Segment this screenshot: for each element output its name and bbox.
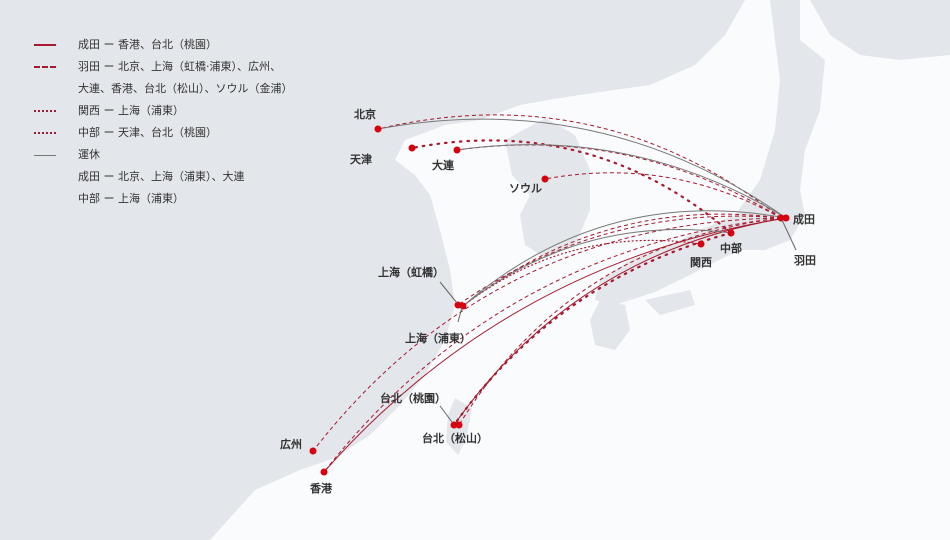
airport-marker-hongkong[interactable] — [320, 468, 328, 476]
japan-honshu — [595, 0, 825, 305]
legend-line-solid — [34, 44, 56, 46]
legend-text: 成田 ー 北京、上海（浦東）、大連 — [78, 170, 245, 183]
airport-label-kansai: 関西 — [690, 256, 712, 269]
legend-text: 中部 ー 上海（浦東） — [78, 192, 184, 205]
route-haneda-hongqiao — [457, 215, 782, 306]
airport-label-beijing: 北京 — [354, 108, 376, 121]
airport-marker-songshan[interactable] — [455, 421, 463, 429]
airport-marker-narita[interactable] — [782, 214, 790, 222]
route-haneda-pudong — [462, 213, 782, 307]
airport-marker-guangzhou[interactable] — [309, 447, 317, 455]
legend-line-dot — [34, 132, 56, 134]
airport-label-dalian: 大連 — [432, 159, 454, 172]
leader-taoyuan — [439, 405, 453, 423]
legend-text: 運休 — [78, 148, 100, 161]
legend-text: 大連、香港、台北（松山）、ソウル（金浦） — [78, 82, 293, 95]
legend-item: 関西 ー 上海（浦東） — [34, 100, 293, 122]
route-haneda-seoul — [544, 172, 782, 219]
airport-label-tianjin: 天津 — [350, 153, 372, 166]
legend-item: 大連、香港、台北（松山）、ソウル（金浦） — [34, 78, 293, 100]
airport-label-hongkong: 香港 — [310, 482, 332, 495]
legend-line-gray — [34, 154, 56, 156]
airport-label-seoul: ソウル — [509, 182, 542, 195]
japan-kyushu — [590, 300, 630, 350]
legend-line-dash — [34, 66, 56, 68]
legend-text: 関西 ー 上海（浦東） — [78, 104, 184, 117]
route-haneda-beijing — [377, 114, 782, 219]
airport-label-narita: 成田 — [793, 213, 815, 226]
mainland-asia — [0, 0, 745, 540]
legend-text: 羽田 ー 北京、上海（虹橋·浦東）、広州、 — [78, 60, 281, 73]
route-narita-dalian — [456, 144, 787, 219]
route-narita-pudong — [462, 210, 787, 307]
airport-label-hongqiao: 上海（虹橋） — [378, 266, 444, 279]
airport-marker-pudong[interactable] — [459, 302, 467, 310]
legend-item: 中部 ー 天津、台北（桃園） — [34, 122, 293, 144]
japan-hokkaido — [810, 0, 950, 60]
route-narita-beijing — [377, 118, 787, 219]
airport-label-songshan: 台北（松山） — [422, 432, 488, 445]
airport-marker-beijing[interactable] — [374, 125, 382, 133]
route-haneda-guangzhou — [312, 217, 782, 452]
route-chubu-pudong — [462, 229, 732, 307]
japan-shikoku — [645, 290, 695, 315]
leader-haneda — [781, 219, 797, 251]
airport-marker-haneda[interactable] — [777, 214, 785, 222]
legend-text: 中部 ー 天津、台北（桃園） — [78, 126, 217, 139]
airport-label-guangzhou: 広州 — [280, 438, 302, 451]
leader-pudong — [457, 306, 463, 323]
airport-label-taoyuan: 台北（桃園） — [380, 392, 446, 405]
airport-label-haneda: 羽田 — [794, 254, 816, 267]
leader-hongqiao — [439, 281, 458, 304]
legend-line-fine — [34, 110, 56, 112]
legend-item: 中部 ー 上海（浦東） — [34, 188, 293, 210]
route-chubu-tianjin — [410, 139, 733, 235]
legend-item: 運休 — [34, 144, 293, 166]
korea — [505, 118, 590, 258]
map-legend: 成田 ー 香港、台北（桃園） 羽田 ー 北京、上海（虹橋·浦東）、広州、大連、香港… — [34, 34, 293, 210]
legend-item: 成田 ー 北京、上海（浦東）、大連 — [34, 166, 293, 188]
airport-label-chubu: 中部 — [720, 242, 742, 255]
route-narita-hongkong — [323, 217, 787, 473]
airport-marker-tianjin[interactable] — [408, 144, 416, 152]
route-haneda-songshan — [458, 217, 782, 426]
airport-marker-chubu[interactable] — [727, 229, 735, 237]
legend-item: 羽田 ー 北京、上海（虹橋·浦東）、広州、 — [34, 56, 293, 78]
airport-marker-kansai[interactable] — [697, 240, 705, 248]
airport-marker-taoyuan[interactable] — [450, 421, 458, 429]
airport-label-pudong: 上海（浦東） — [405, 332, 471, 345]
legend-text: 成田 ー 香港、台北（桃園） — [78, 38, 217, 51]
airport-marker-dalian[interactable] — [453, 146, 461, 154]
airport-marker-seoul[interactable] — [541, 175, 549, 183]
legend-item: 成田 ー 香港、台北（桃園） — [34, 34, 293, 56]
route-kansai-pudong — [462, 239, 702, 307]
route-haneda-dalian — [456, 144, 782, 219]
route-chubu-taoyuan — [452, 231, 733, 427]
hainan — [145, 515, 190, 540]
